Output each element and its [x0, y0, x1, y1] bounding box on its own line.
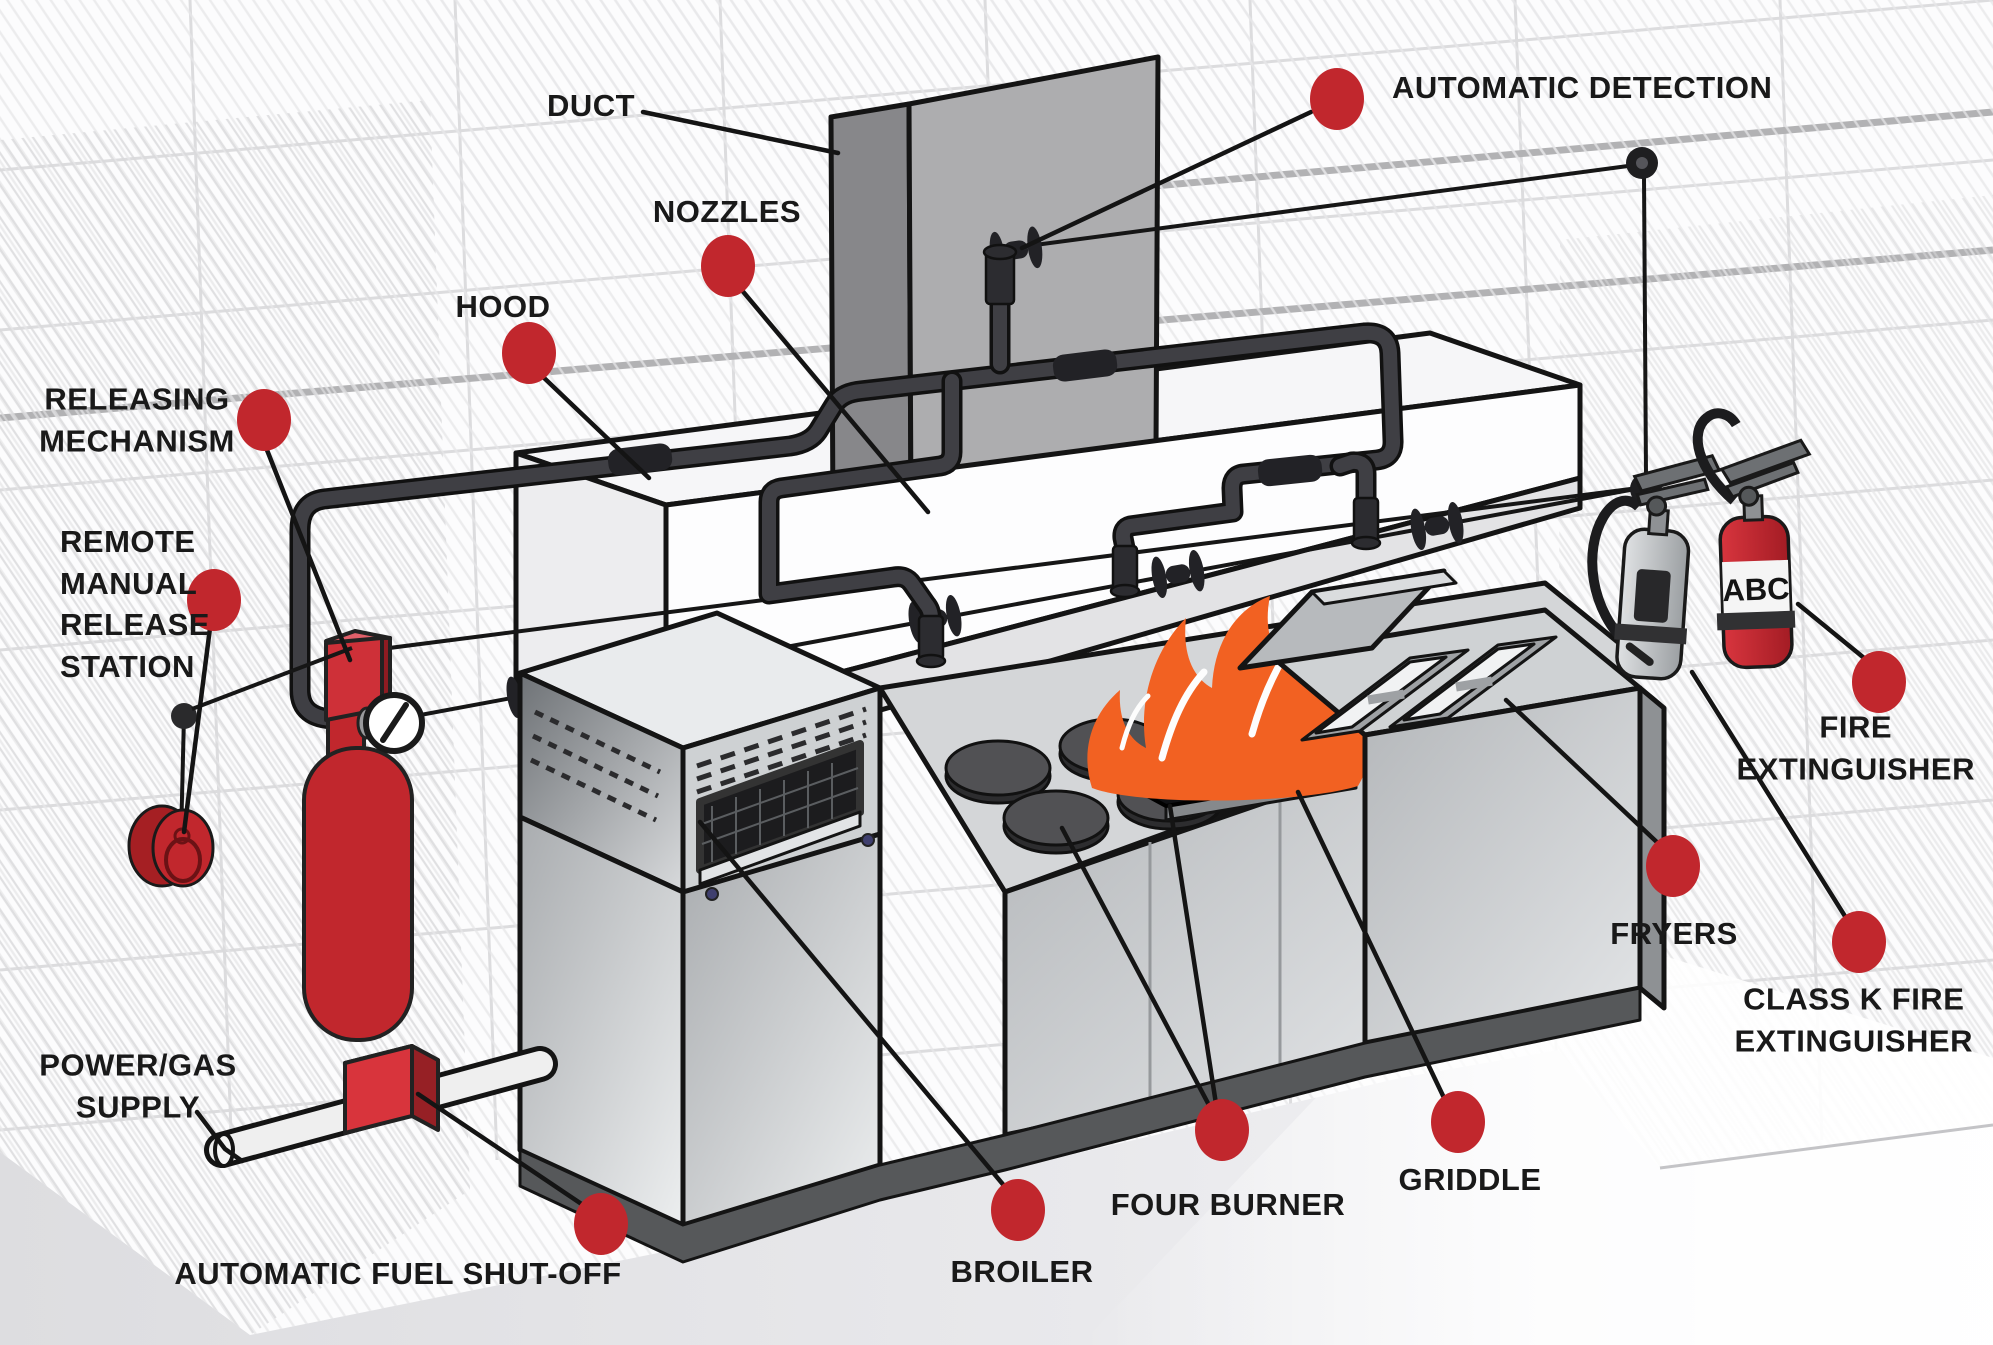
exhaust-duct: [828, 54, 1161, 524]
pressure-gauge: [356, 692, 425, 754]
leader-nozzles: [737, 285, 931, 515]
callout-dot-griddle: [1431, 1091, 1485, 1153]
broiler-vents: [696, 706, 867, 795]
fryer-vat: [1300, 648, 1470, 742]
broiler-knob: [861, 833, 875, 847]
leader-automatic-detection: [1019, 109, 1314, 251]
leader-fryers: [1503, 697, 1664, 849]
fusible-link-detector: [1151, 549, 1205, 599]
discharge-nozzles: [915, 243, 1382, 669]
floor-spotlight: [1080, 905, 1993, 1345]
nozzle: [1109, 544, 1141, 599]
leader-power-gas: [194, 1109, 245, 1164]
callout-dot-four-burner: [1195, 1099, 1249, 1161]
callout-dot-hood: [502, 322, 556, 384]
callout-dot-nozzles: [701, 235, 755, 297]
leader-fuel-shutoff: [415, 1091, 589, 1210]
callout-dot-automatic-detection: [1310, 68, 1364, 130]
nozzle: [915, 614, 947, 669]
broiler-side-vents: [529, 709, 662, 823]
plinth: [518, 986, 1642, 1264]
abc-extinguisher-label: ABC: [1722, 571, 1790, 608]
callout-dot-fire-extinguisher: [1852, 651, 1906, 713]
pipe-coupling: [607, 349, 1323, 487]
callout-dot-class-k: [1832, 911, 1886, 973]
broiler-knob: [705, 887, 719, 901]
callout-dot-fryers: [1646, 835, 1700, 897]
abc-extinguisher: ABC: [1692, 408, 1812, 670]
leader-broiler: [697, 819, 1009, 1191]
remote-pull-station: [127, 646, 353, 888]
class-k-extinguisher: [1587, 454, 1722, 681]
leader-remote-station: [181, 625, 213, 835]
pulley: [171, 703, 197, 729]
callout-dot-fuel-shutoff: [574, 1193, 628, 1255]
callout-dot-remote-station: [187, 569, 241, 631]
leader-duct: [640, 109, 841, 156]
leader-four-burner-2: [1167, 803, 1219, 1107]
leader-hood: [538, 372, 652, 481]
callout-dot-releasing-mechanism: [237, 389, 291, 451]
leader-fire-extinguisher: [1795, 601, 1872, 665]
fryer-vat: [1388, 635, 1558, 729]
burner: [1002, 789, 1110, 855]
fryers-unit: [1237, 568, 1667, 1046]
broiler-opening: [696, 740, 864, 886]
duct-nozzle: [982, 243, 1018, 306]
fusible-link-detector: [1410, 501, 1464, 551]
callout-dot-broiler: [991, 1179, 1045, 1241]
nozzle: [1350, 496, 1382, 551]
suppression-piping: [289, 243, 1404, 730]
callout-leaders: [181, 109, 1872, 1210]
leader-releasing-mechanism: [264, 447, 353, 663]
burner: [944, 739, 1052, 805]
appliance-lineup: [517, 568, 1667, 1264]
broiler-unit: [517, 610, 883, 1228]
leader-griddle: [1295, 789, 1449, 1105]
leader-class-k: [1689, 669, 1851, 924]
fuel-shutoff-valve: [343, 1044, 440, 1135]
leader-four-burner-1: [1059, 825, 1213, 1110]
